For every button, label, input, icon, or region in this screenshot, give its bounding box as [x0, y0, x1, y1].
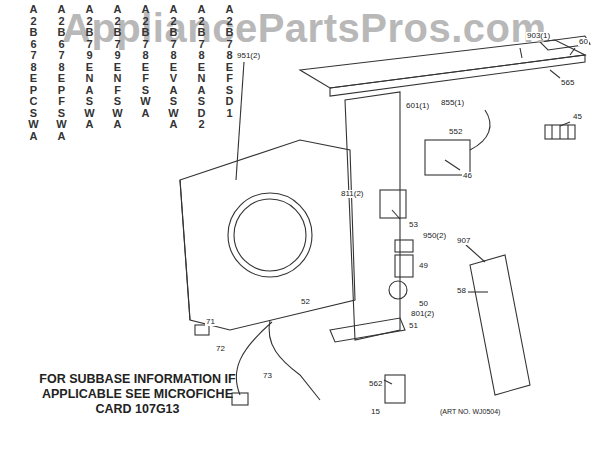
model-number: A2B678EPFSWA: [56, 4, 67, 143]
grommet: [195, 325, 209, 335]
note-text: FOR SUBBASE INFORMATION IF APPLICABLE SE…: [30, 372, 245, 417]
callout-number: 58: [456, 287, 467, 295]
callout-number: 45: [572, 113, 583, 121]
callout-number: 951(2): [236, 52, 261, 60]
panel-edge: [180, 180, 190, 320]
fan-opening: [228, 193, 312, 277]
callout-number: 53: [408, 221, 419, 229]
bracket: [330, 318, 405, 342]
callout-number: 60: [578, 38, 589, 46]
bracket-clip: [385, 375, 405, 403]
plug: [232, 393, 248, 405]
model-number: A2B78EVASWA: [168, 4, 179, 131]
callout-number: 15: [370, 408, 381, 416]
control-panel: [345, 92, 400, 340]
switch-body: [395, 255, 413, 277]
wire: [470, 110, 490, 150]
callout-number: 49: [418, 262, 429, 270]
switch: [395, 240, 413, 252]
terminal-block: [545, 125, 575, 139]
callout-number: 46: [462, 172, 473, 180]
callout-number: 903(1): [526, 32, 551, 40]
callout-number: 907: [456, 237, 471, 245]
callout-number: 71: [205, 318, 216, 326]
power-cord: [269, 320, 320, 400]
model-number: A2B78EFSWA: [140, 4, 151, 119]
callout-number: 811(2): [340, 190, 365, 198]
model-number: A2B78EFSD1: [224, 4, 235, 119]
transformer: [425, 140, 470, 175]
art-number: (ART NO. WJ0504): [440, 408, 500, 415]
callout-number: 52: [300, 298, 311, 306]
screw: [520, 48, 522, 58]
callout-number: 50: [418, 300, 429, 308]
callout-number: 73: [262, 372, 273, 380]
model-number: A2B78ENASD2: [196, 4, 207, 131]
callout-number: 565: [560, 79, 575, 87]
cover-board: [470, 255, 530, 395]
callout-number: 51: [408, 322, 419, 330]
callout-number: 855(1): [440, 99, 465, 107]
fan-opening-rim: [234, 199, 306, 271]
watermark: AppliancePartsPros.com: [62, 8, 547, 48]
callout-number: 601(1): [405, 102, 430, 110]
model-number: A2B79ENFSWA: [112, 4, 123, 131]
callout-number: 562: [368, 380, 383, 388]
relay: [380, 190, 406, 218]
callout-number: 950(2): [422, 232, 447, 240]
model-number: A2B79ENASWA: [84, 4, 95, 131]
callout-number: 552: [448, 128, 463, 136]
callout-number: 72: [215, 345, 226, 353]
housing-panel: [180, 140, 355, 330]
model-number: A2B678EPCSWA: [28, 4, 39, 143]
shelf-edge: [330, 55, 585, 96]
power-cord: [236, 322, 272, 395]
callout-number: 801(2): [410, 310, 435, 318]
capacitor: [389, 281, 407, 299]
